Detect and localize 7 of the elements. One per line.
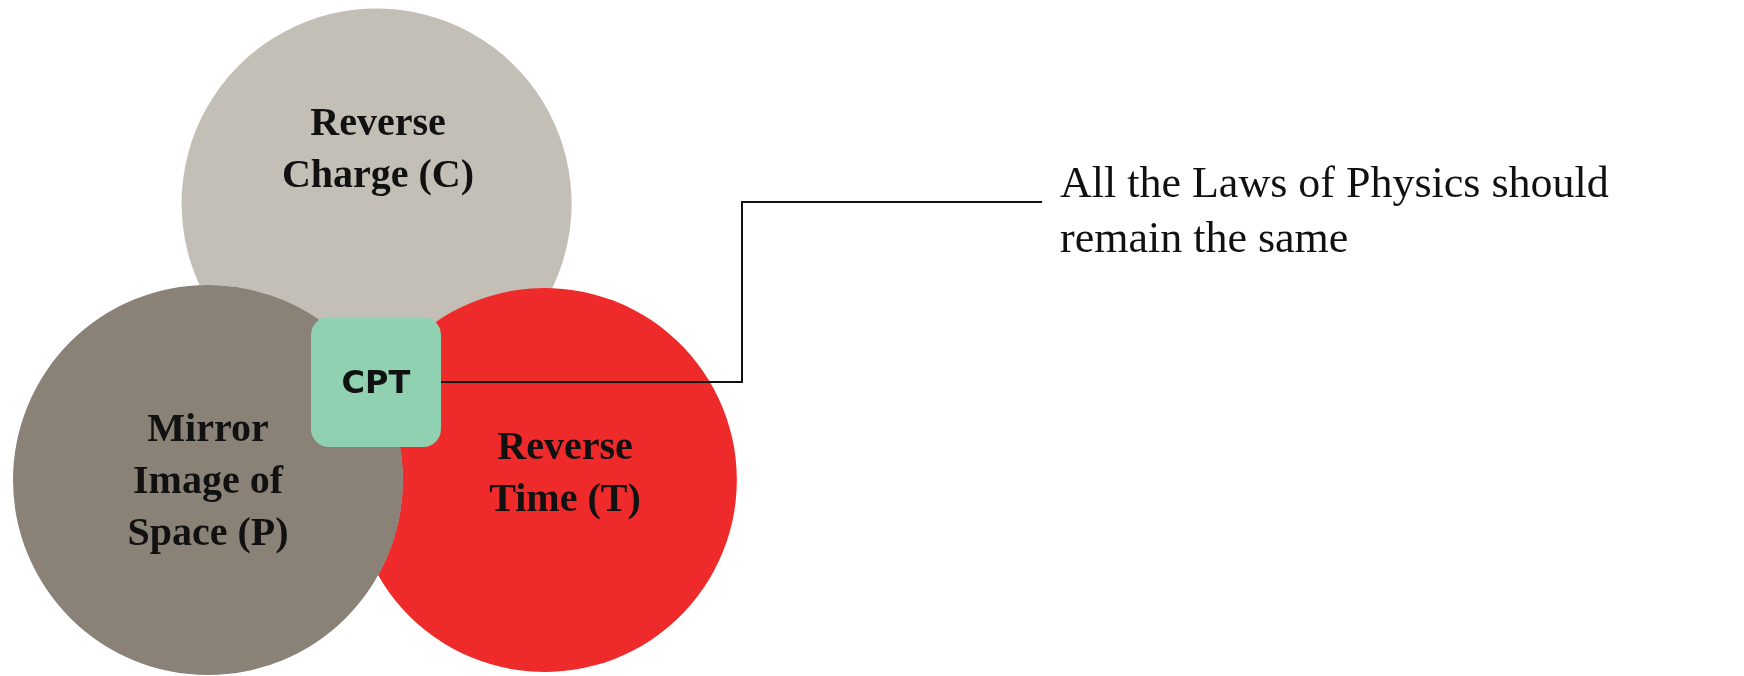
box-label: CPT bbox=[341, 363, 411, 401]
rounded-box bbox=[311, 317, 441, 447]
leader-line bbox=[440, 201, 1043, 383]
callout-text: All the Laws of Physics should remain the same bbox=[1060, 150, 1740, 270]
circle-label: Mirror Image of Space (P) bbox=[126, 404, 290, 556]
circle-label: Reverse Time (T) bbox=[488, 422, 642, 522]
circle-label: Reverse Charge (C) bbox=[280, 98, 476, 198]
